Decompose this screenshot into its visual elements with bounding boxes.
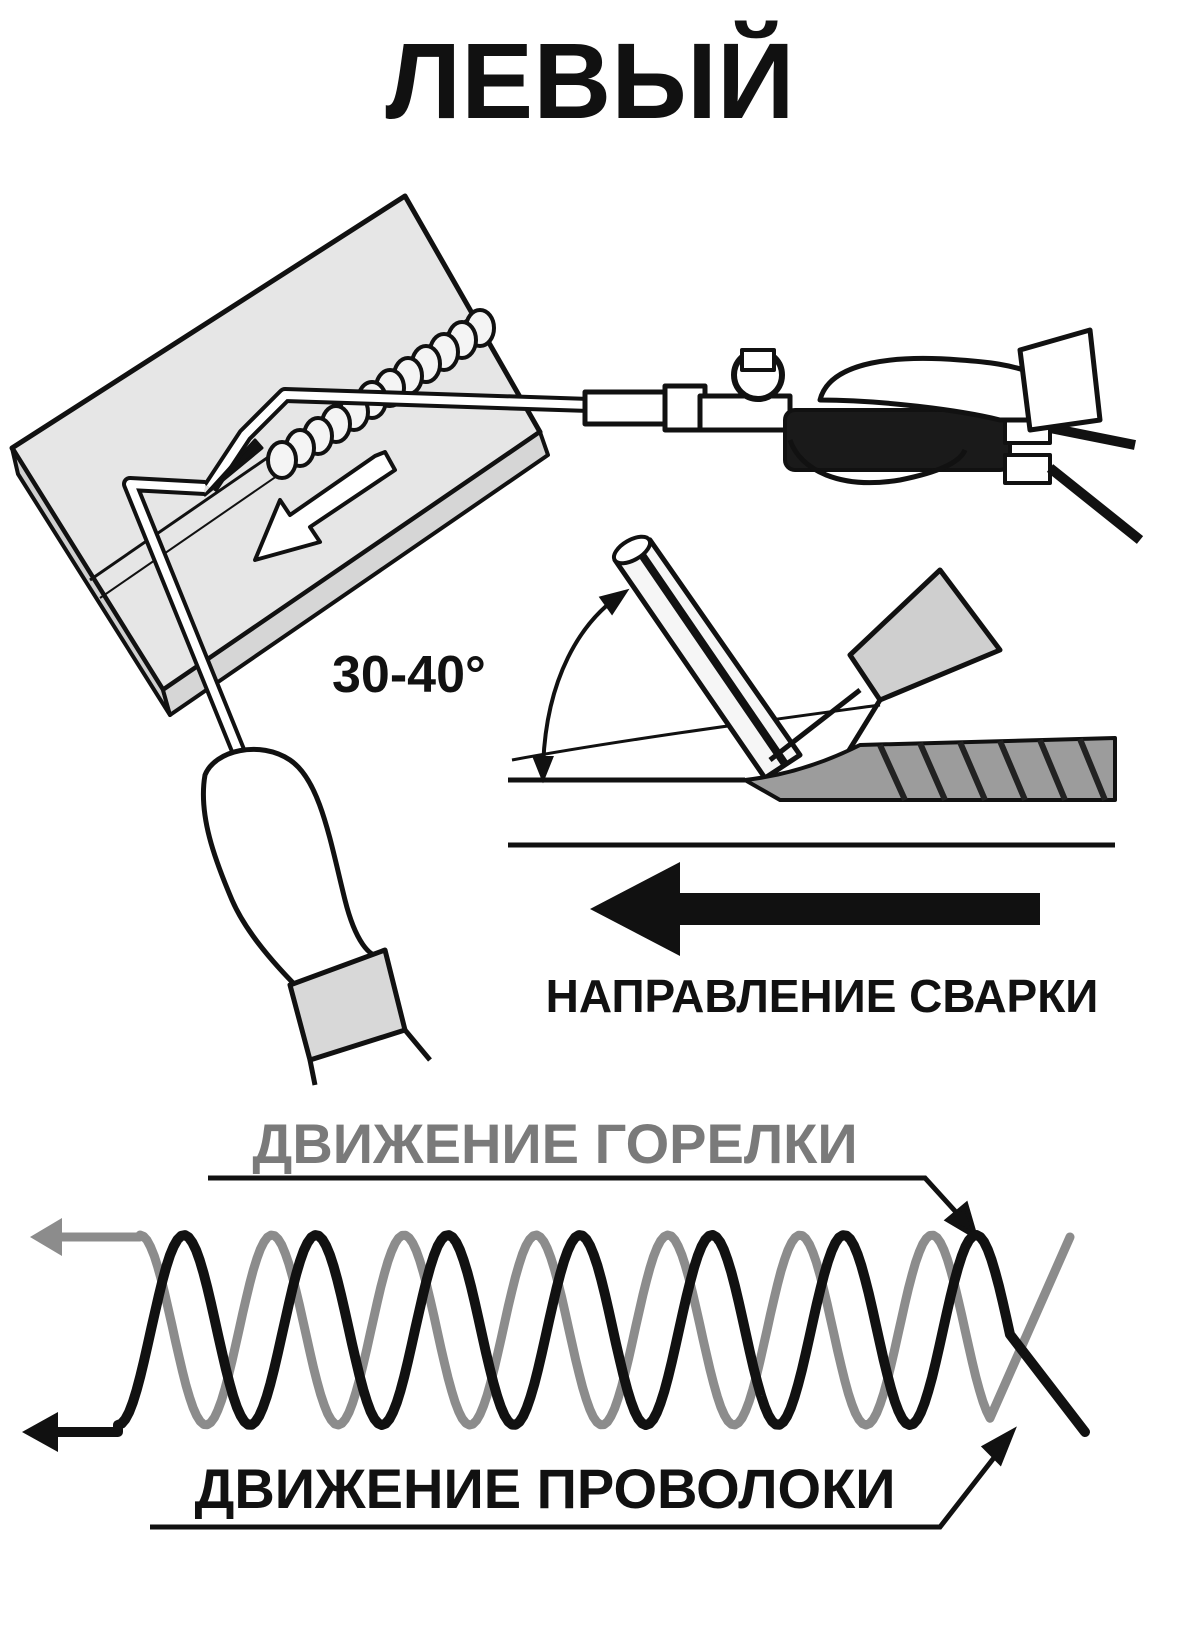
torch-nozzle — [203, 387, 591, 497]
plate-direction-arrow — [253, 450, 397, 562]
torch-motion-label: ДВИЖЕНИЕ ГОРЕЛКИ — [252, 1112, 857, 1175]
flame-line — [511, 703, 881, 762]
wire-motion-leader — [150, 1426, 1017, 1530]
torch-path-arrowhead — [30, 1218, 62, 1256]
detail-filler-rod — [611, 534, 803, 781]
filler-rod — [122, 476, 258, 784]
diagram-title: ЛЕВЫЙ — [385, 20, 794, 141]
torch-motion-path — [55, 1230, 1075, 1430]
welding-direction-arrow — [590, 862, 1040, 956]
right-hand — [787, 327, 1103, 486]
left-hand — [200, 746, 432, 1086]
wire-motion-path — [53, 1230, 1090, 1437]
welding-direction-label: НАПРАВЛЕНИЕ СВАРКИ — [546, 970, 1099, 1022]
angle-indicator — [532, 588, 630, 784]
torch-motion-leader — [208, 1175, 980, 1242]
wire-path-arrowhead — [22, 1412, 58, 1452]
wire-motion-label: ДВИЖЕНИЕ ПРОВОЛОКИ — [194, 1457, 895, 1520]
detail-weld-seam — [743, 736, 1117, 802]
detail-torch-tip — [768, 567, 1003, 767]
angle-label: 30-40° — [332, 646, 486, 704]
